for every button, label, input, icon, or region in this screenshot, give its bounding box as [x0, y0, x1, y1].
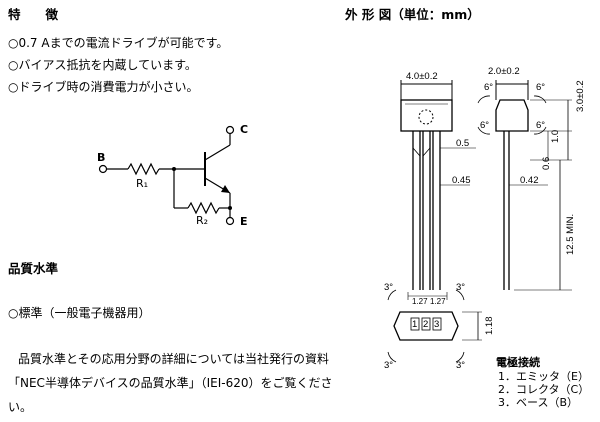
- dim-body-width: 4.0±0.2: [406, 71, 438, 82]
- terminal-b: [98, 164, 108, 174]
- terminal-c: [225, 125, 235, 135]
- dim-body-depth: 2.0±0.2: [488, 66, 520, 77]
- dim-1-0: 1.0: [550, 129, 561, 143]
- pin-table-row: 3．ベース（B）: [498, 396, 578, 409]
- feature-item: ○バイアス抵抗を内蔵しています。: [8, 58, 197, 72]
- dim-0-42: 0.42: [520, 175, 539, 186]
- label-b: B: [97, 151, 106, 164]
- quality-paragraph-line: 「NEC半導体デバイスの品質水準」（IEI-620）をご覧くださ: [8, 376, 333, 390]
- outline-heading: 外 形 図（単位：mm）: [345, 7, 480, 22]
- package-body-side: [495, 99, 529, 132]
- resistor-r1: [127, 162, 160, 176]
- pin-table-row: 2．コレクタ（C）: [498, 383, 590, 396]
- label-r1: R₁: [136, 177, 149, 190]
- label-e: E: [240, 215, 248, 228]
- dim-1-18: 1.18: [484, 316, 495, 336]
- quality-standard: ○標準（一般電子機器用）: [8, 306, 151, 320]
- pin-number: 3: [434, 319, 440, 330]
- pin-number: 2: [423, 319, 429, 330]
- quality-paragraph-line: い。: [8, 400, 33, 414]
- label-r2: R₂: [196, 214, 209, 227]
- angle-label: 6°: [480, 120, 490, 131]
- angle-label-bottom: 3°: [456, 282, 466, 293]
- dim-0-6: 0.6: [541, 156, 552, 170]
- dim-0-5: 0.5: [456, 138, 470, 149]
- terminal-e: [225, 216, 235, 226]
- features-heading: 特 徴: [8, 7, 59, 22]
- feature-item: ○ドライブ時の消費電力が小さい。: [8, 80, 199, 94]
- marking-circle: [418, 109, 434, 125]
- angle-label: 6°: [536, 120, 546, 131]
- angle-label-bottom: 3°: [384, 360, 394, 371]
- quality-paragraph-line: 品質水準とその応用分野の詳細については当社発行の資料: [18, 352, 330, 366]
- pin-number: 1: [412, 319, 418, 330]
- resistor-r2: [187, 201, 220, 215]
- dim-0-45: 0.45: [452, 175, 471, 186]
- angle-label-bottom: 3°: [384, 282, 394, 293]
- dim-pitch: 1.27: [412, 297, 428, 306]
- angle-label: 6°: [536, 82, 546, 93]
- package-body-front: [400, 99, 453, 132]
- pin-table-title: 電極接続: [496, 356, 540, 369]
- emitter-arrow: [221, 185, 230, 193]
- angle-label-bottom: 3°: [456, 360, 466, 371]
- quality-heading: 品質水準: [8, 261, 59, 276]
- feature-item: ○0.7 Aまでの電流ドライブが可能です。: [8, 36, 229, 50]
- angle-label: 6°: [484, 82, 494, 93]
- label-c: C: [240, 123, 249, 136]
- dim-lead-length: 12.5 MIN.: [565, 213, 576, 255]
- dim-height: 3.0±0.2: [575, 80, 586, 112]
- dim-pitch: 1.27: [430, 297, 446, 306]
- pin-table-row: 1．エミッタ（E）: [498, 370, 589, 383]
